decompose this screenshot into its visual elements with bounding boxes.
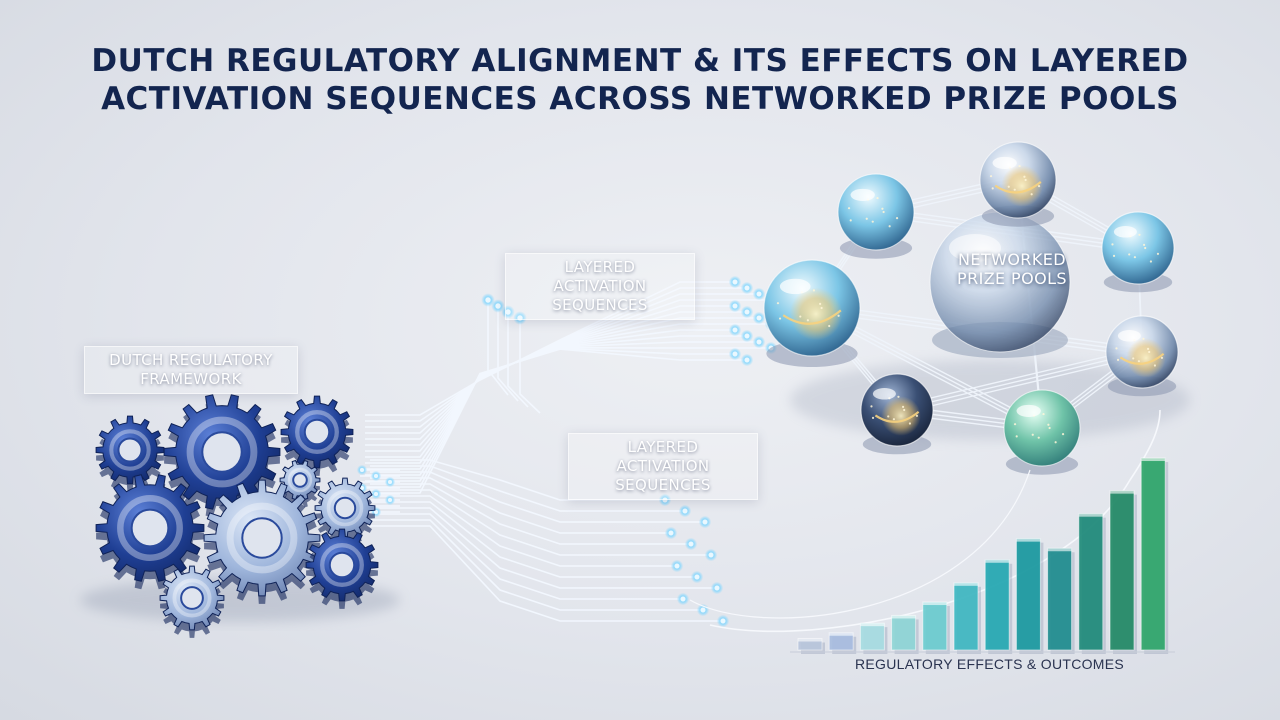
sphere-bottom-left — [860, 373, 934, 455]
label-dutch-regulatory-framework: DUTCH REGULATORY FRAMEWORK — [84, 346, 298, 394]
outcome-bar — [922, 601, 950, 654]
outcome-bar — [797, 637, 825, 654]
outcome-bar — [1047, 547, 1075, 654]
framework-label-line-1: DUTCH REGULATORY — [109, 351, 273, 369]
gear-bottom-right — [305, 528, 379, 609]
sphere-lower-right — [1105, 315, 1179, 397]
outcome-bar — [1109, 490, 1137, 654]
outcome-bar — [1015, 538, 1044, 654]
prize-pools-label-line-2: PRIZE POOLS — [957, 269, 1067, 288]
framework-label-line-2: FRAMEWORK — [140, 370, 242, 388]
gear-small-left — [95, 415, 165, 492]
sphere-right — [1101, 211, 1175, 293]
outcome-bar — [859, 622, 888, 654]
regulatory-gears — [95, 394, 379, 638]
activation-circuit-traces — [360, 281, 771, 622]
gear-large-top — [163, 394, 281, 518]
central-prize-pool-sphere — [929, 211, 1071, 358]
sphere-top — [979, 141, 1057, 227]
outcome-bar — [1140, 457, 1169, 654]
sphere-top-left — [837, 173, 915, 259]
title-line-1: DUTCH REGULATORY ALIGNMENT & ITS EFFECTS… — [91, 43, 1189, 79]
outcome-bar — [984, 559, 1013, 654]
activation-mid-label-line-1: LAYERED ACTIVATION — [616, 438, 710, 475]
label-layered-activation-top: LAYERED ACTIVATION SEQUENCES — [505, 253, 695, 320]
activation-top-label-line-1: LAYERED ACTIVATION — [553, 258, 647, 295]
outcome-bar — [891, 614, 919, 654]
label-networked-prize-pools: NETWORKED PRIZE POOLS — [932, 246, 1092, 292]
circuit-nodes — [356, 275, 778, 628]
gear-tiny — [279, 459, 321, 508]
gear-top-right — [280, 395, 354, 476]
sphere-bottom — [1003, 389, 1081, 475]
title-line-2: ACTIVATION SEQUENCES ACROSS NETWORKED PR… — [101, 81, 1179, 117]
sphere-left-large — [763, 259, 861, 368]
page-title: DUTCH REGULATORY ALIGNMENT & ITS EFFECTS… — [0, 42, 1280, 118]
gear-light-bottom — [159, 565, 225, 638]
outcome-bar-chart — [797, 457, 1169, 654]
label-layered-activation-middle: LAYERED ACTIVATION SEQUENCES — [568, 433, 758, 500]
prize-pools-label-line-1: NETWORKED — [958, 250, 1066, 269]
outcome-connector-curve — [709, 409, 1161, 633]
outcome-bar — [828, 632, 857, 654]
outcome-bar — [953, 582, 981, 654]
prize-pool-spheres — [763, 141, 1179, 475]
outcome-bar — [1078, 513, 1106, 654]
activation-top-label-line-2: SEQUENCES — [552, 296, 648, 314]
outcome-connector-curve-2 — [689, 469, 1031, 619]
label-regulatory-effects-outcomes: REGULATORY EFFECTS & OUTCOMES — [855, 656, 1125, 672]
gear-large-left — [95, 474, 205, 590]
gear-light-center — [203, 479, 321, 604]
gear-light-right — [314, 477, 376, 546]
activation-mid-label-line-2: SEQUENCES — [615, 476, 711, 494]
